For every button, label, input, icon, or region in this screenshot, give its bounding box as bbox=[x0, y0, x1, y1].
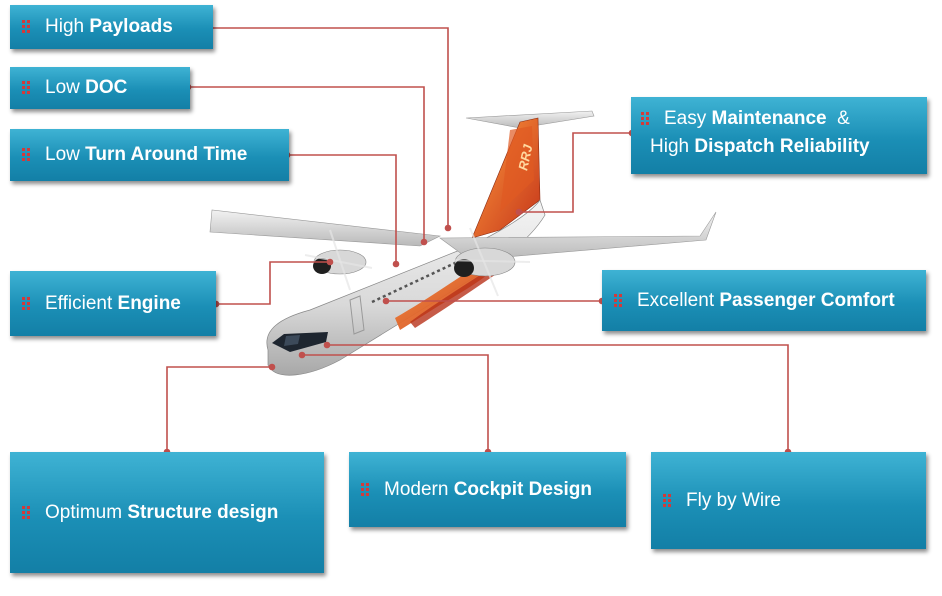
bullet-icon bbox=[22, 81, 31, 95]
feature-high-payloads: High Payloads bbox=[10, 5, 213, 49]
bullet-icon bbox=[22, 505, 31, 520]
bullet-icon bbox=[361, 482, 370, 497]
connector-structure bbox=[166, 366, 272, 452]
connector-low-turn-around bbox=[287, 154, 397, 264]
bullet-icon bbox=[22, 148, 31, 162]
connector-efficient-engine bbox=[216, 261, 330, 305]
feature-cockpit-design: Modern Cockpit Design bbox=[349, 452, 626, 527]
bullet-icon bbox=[614, 293, 623, 308]
connector-cockpit bbox=[302, 354, 489, 452]
bullet-icon bbox=[663, 493, 672, 508]
right-engine bbox=[439, 227, 531, 297]
bullet-icon bbox=[22, 296, 31, 311]
connector-easy-maintenance bbox=[519, 132, 632, 213]
feature-efficient-engine: Efficient Engine bbox=[10, 271, 216, 336]
feature-passenger-comfort: Excellent Passenger Comfort bbox=[602, 270, 926, 331]
connector-high-payloads bbox=[210, 27, 449, 228]
feature-low-turn-around-time: Low Turn Around Time bbox=[10, 129, 289, 181]
feature-structure-design: Optimum Structure design bbox=[10, 452, 324, 573]
connector-low-doc bbox=[188, 86, 425, 242]
bullet-icon bbox=[22, 20, 31, 34]
left-wing bbox=[209, 209, 442, 247]
feature-low-doc: Low DOC bbox=[10, 67, 190, 109]
feature-easy-maintenance: Easy Maintenance & High Dispatch Reliabi… bbox=[631, 97, 927, 174]
feature-fly-by-wire: Fly by Wire bbox=[651, 452, 926, 549]
tail-logo: RRJ bbox=[515, 142, 535, 171]
bullet-icon bbox=[641, 112, 650, 126]
connector-fly-by-wire bbox=[327, 344, 789, 452]
